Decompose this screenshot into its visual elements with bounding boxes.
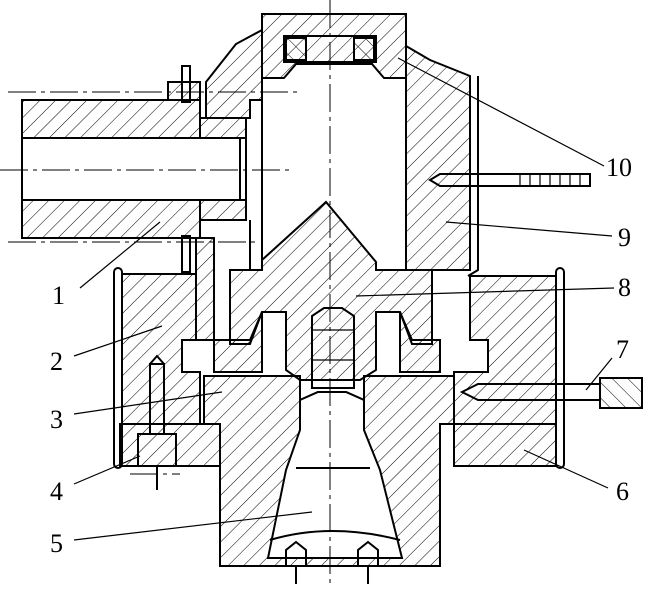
- label-3: 3: [50, 405, 63, 434]
- center-lines: [0, 0, 331, 584]
- leader-lines: [73, 57, 615, 541]
- label-5: 5: [50, 529, 63, 558]
- cone-body: [229, 200, 433, 389]
- label-2: 2: [50, 347, 63, 376]
- label-6: 6: [616, 477, 629, 506]
- nozzle: [203, 375, 455, 584]
- part-labels: 1 2 3 4 5 6 7 8 9 10: [50, 153, 632, 558]
- label-4: 4: [50, 477, 63, 506]
- lower-housing: [113, 267, 643, 490]
- side-pipe: [21, 65, 247, 273]
- label-1: 1: [52, 281, 65, 310]
- label-10: 10: [606, 153, 632, 182]
- label-8: 8: [618, 273, 631, 302]
- label-7: 7: [616, 335, 629, 364]
- label-9: 9: [618, 223, 631, 252]
